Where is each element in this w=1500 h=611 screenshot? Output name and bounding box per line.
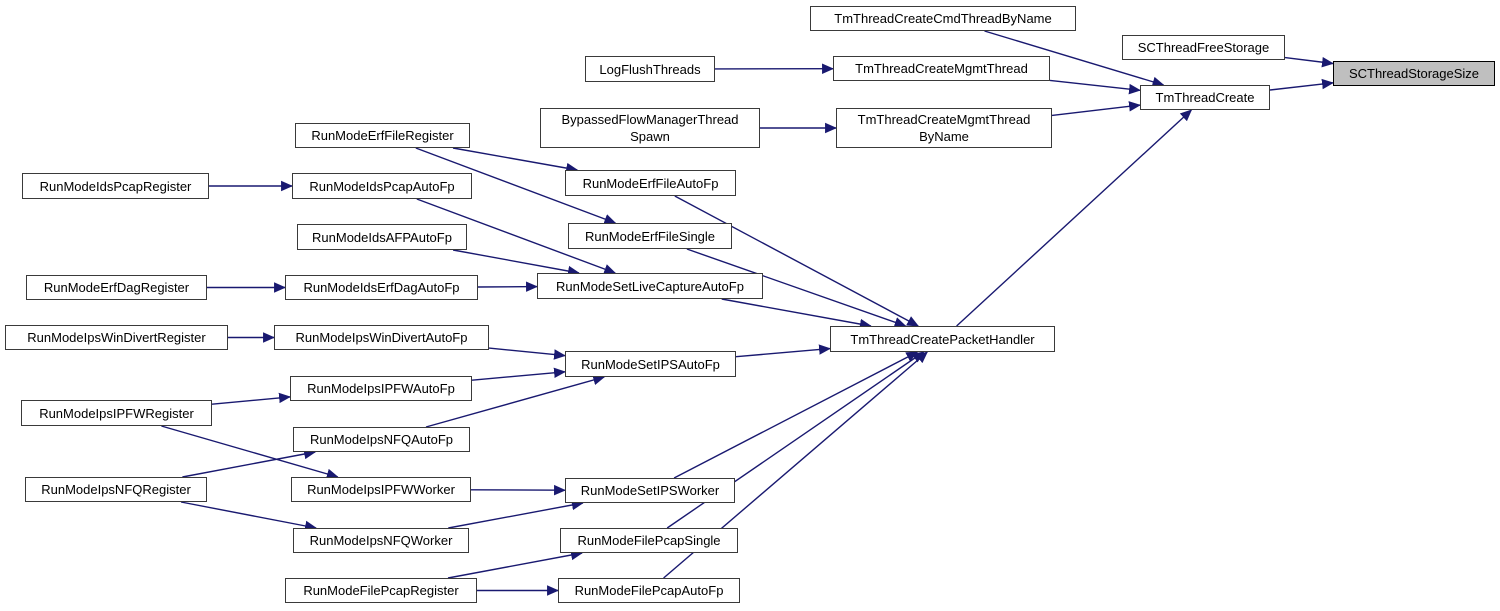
edge-RunModeFilePcapRegister-to-RunModeFilePcapSingle bbox=[447, 549, 583, 579]
edge-TmThreadCreate-to-SCThreadStorageSize bbox=[1269, 78, 1334, 91]
graph-node-RunModeIpsNFQAutoFp[interactable]: RunModeIpsNFQAutoFp bbox=[293, 427, 470, 452]
edge-TmThreadCreateMgmtThread-to-TmThreadCreate bbox=[1049, 79, 1141, 95]
graph-node-TmThreadCreateMgmtThread[interactable]: TmThreadCreateMgmtThread bbox=[833, 56, 1050, 81]
graph-node-RunModeFilePcapAutoFp[interactable]: RunModeFilePcapAutoFp bbox=[558, 578, 740, 603]
graph-node-RunModeIdsPcapAutoFp[interactable]: RunModeIdsPcapAutoFp bbox=[292, 173, 472, 199]
graph-node-RunModeSetIPSAutoFp[interactable]: RunModeSetIPSAutoFp bbox=[565, 351, 736, 377]
graph-node-LogFlushThreads[interactable]: LogFlushThreads bbox=[585, 56, 715, 82]
graph-node-TmThreadCreate[interactable]: TmThreadCreate bbox=[1140, 85, 1270, 110]
edge-RunModeIpsIPFWRegister-to-RunModeIpsIPFWWorker bbox=[161, 425, 339, 479]
graph-node-RunModeSetLiveCaptureAutoFp[interactable]: RunModeSetLiveCaptureAutoFp bbox=[537, 273, 763, 299]
graph-node-RunModeIdsAFPAutoFp[interactable]: RunModeIdsAFPAutoFp bbox=[297, 224, 467, 250]
edge-RunModeIpsIPFWRegister-to-RunModeIpsIPFWAutoFp bbox=[211, 392, 291, 405]
edge-RunModeFilePcapSingle-to-TmThreadCreatePacketHandler bbox=[666, 351, 925, 529]
graph-node-RunModeIpsNFQRegister[interactable]: RunModeIpsNFQRegister bbox=[25, 477, 207, 502]
graph-node-TmThreadCreateCmdThreadByName[interactable]: TmThreadCreateCmdThreadByName bbox=[810, 6, 1076, 31]
graph-node-RunModeIpsWinDivertRegister[interactable]: RunModeIpsWinDivertRegister bbox=[5, 325, 228, 350]
edge-RunModeSetIPSWorker-to-TmThreadCreatePacketHandler bbox=[673, 351, 919, 479]
graph-node-RunModeErfFileSingle[interactable]: RunModeErfFileSingle bbox=[568, 223, 732, 249]
graph-node-RunModeIdsErfDagAutoFp[interactable]: RunModeIdsErfDagAutoFp bbox=[285, 275, 478, 300]
graph-node-RunModeErfFileAutoFp[interactable]: RunModeErfFileAutoFp bbox=[565, 170, 736, 196]
edge-TmThreadCreateCmdThreadByName-to-TmThreadCreate bbox=[984, 30, 1165, 87]
edge-RunModeSetIPSAutoFp-to-TmThreadCreatePacketHandler bbox=[735, 344, 831, 358]
graph-node-RunModeIpsIPFWWorker[interactable]: RunModeIpsIPFWWorker bbox=[291, 477, 471, 502]
graph-node-RunModeIpsWinDivertAutoFp[interactable]: RunModeIpsWinDivertAutoFp bbox=[274, 325, 489, 350]
edge-RunModeIpsNFQRegister-to-RunModeIpsNFQAutoFp bbox=[182, 448, 317, 478]
graph-node-RunModeIpsIPFWRegister[interactable]: RunModeIpsIPFWRegister bbox=[21, 400, 212, 426]
graph-node-RunModeIdsPcapRegister[interactable]: RunModeIdsPcapRegister bbox=[22, 173, 209, 199]
graph-node-RunModeSetIPSWorker[interactable]: RunModeSetIPSWorker bbox=[565, 478, 735, 503]
edge-SCThreadFreeStorage-to-SCThreadStorageSize bbox=[1284, 56, 1334, 68]
graph-node-SCThreadStorageSize: SCThreadStorageSize bbox=[1333, 61, 1495, 86]
edge-RunModeIdsAFPAutoFp-to-RunModeSetLiveCaptureAutoFp bbox=[452, 249, 580, 277]
edge-RunModeSetLiveCaptureAutoFp-to-TmThreadCreatePacketHandler bbox=[721, 298, 872, 330]
edge-group bbox=[161, 30, 1334, 596]
edge-RunModeErfFileRegister-to-RunModeErfFileAutoFp bbox=[452, 147, 579, 174]
graph-node-TmThreadCreatePacketHandler[interactable]: TmThreadCreatePacketHandler bbox=[830, 326, 1055, 352]
graph-node-RunModeIpsIPFWAutoFp[interactable]: RunModeIpsIPFWAutoFp bbox=[290, 376, 472, 401]
edge-RunModeIpsIPFWAutoFp-to-RunModeSetIPSAutoFp bbox=[471, 367, 566, 381]
edge-TmThreadCreatePacketHandler-to-TmThreadCreate bbox=[956, 109, 1193, 327]
edge-RunModeErfFileAutoFp-to-TmThreadCreatePacketHandler bbox=[674, 195, 920, 327]
graph-node-TmThreadCreateMgmtThreadByName[interactable]: TmThreadCreateMgmtThread ByName bbox=[836, 108, 1052, 148]
edge-RunModeIpsWinDivertAutoFp-to-RunModeSetIPSAutoFp bbox=[488, 347, 566, 360]
graph-node-RunModeErfDagRegister[interactable]: RunModeErfDagRegister bbox=[26, 275, 207, 300]
graph-node-BypassedFlowManagerThreadSpawn[interactable]: BypassedFlowManagerThread Spawn bbox=[540, 108, 760, 148]
edge-RunModeErfFileRegister-to-RunModeErfFileSingle bbox=[415, 147, 617, 225]
graph-node-RunModeFilePcapRegister[interactable]: RunModeFilePcapRegister bbox=[285, 578, 477, 603]
edge-TmThreadCreateMgmtThreadByName-to-TmThreadCreate bbox=[1051, 101, 1141, 117]
graph-node-RunModeFilePcapSingle[interactable]: RunModeFilePcapSingle bbox=[560, 528, 738, 553]
edge-RunModeIpsNFQWorker-to-RunModeSetIPSWorker bbox=[448, 499, 584, 529]
edge-RunModeIpsNFQAutoFp-to-RunModeSetIPSAutoFp bbox=[425, 374, 606, 428]
graph-node-RunModeErfFileRegister[interactable]: RunModeErfFileRegister bbox=[295, 123, 470, 148]
edge-RunModeErfFileSingle-to-TmThreadCreatePacketHandler bbox=[686, 248, 907, 328]
graph-node-SCThreadFreeStorage[interactable]: SCThreadFreeStorage bbox=[1122, 35, 1285, 60]
edge-RunModeIdsPcapAutoFp-to-RunModeSetLiveCaptureAutoFp bbox=[416, 198, 617, 275]
edge-RunModeIpsNFQRegister-to-RunModeIpsNFQWorker bbox=[180, 501, 317, 532]
graph-node-RunModeIpsNFQWorker[interactable]: RunModeIpsNFQWorker bbox=[293, 528, 469, 553]
